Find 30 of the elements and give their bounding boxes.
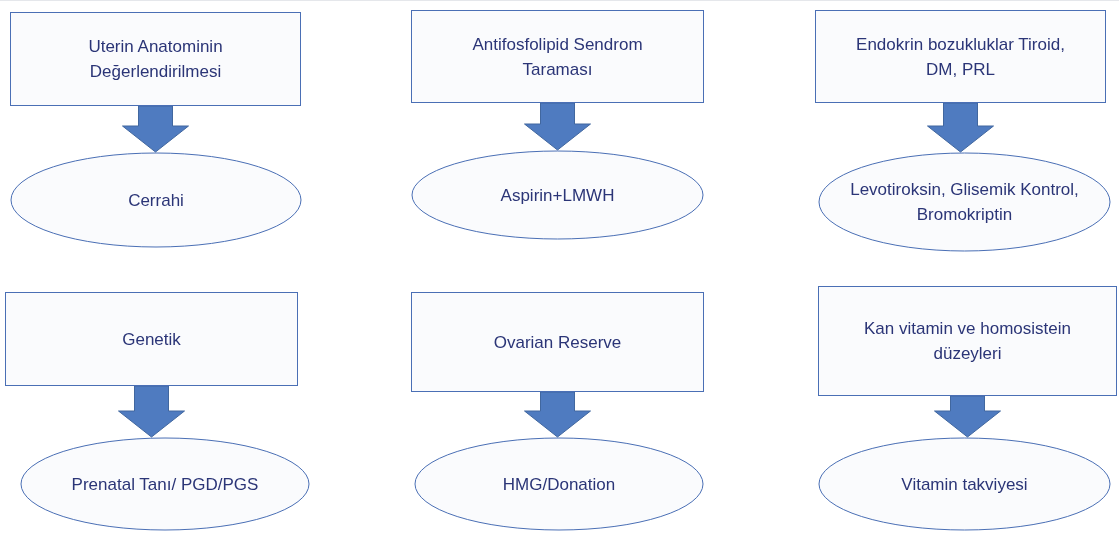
node-text: Aspirin+LMWH xyxy=(500,184,615,207)
block-arrow xyxy=(524,391,591,438)
block-arrow xyxy=(524,102,591,151)
outcome-ellipse xyxy=(20,437,310,531)
block-arrow xyxy=(934,395,1001,438)
node-text: Kan vitamin ve homosistein düzeyleri xyxy=(863,318,1072,365)
node-text: Uterin Anatominin Değerlendirilmesi xyxy=(87,36,224,83)
outcome-ellipse xyxy=(414,437,704,531)
outcome-ellipse xyxy=(818,437,1111,531)
outcome-ellipse xyxy=(818,152,1111,252)
test-box xyxy=(815,10,1106,103)
test-box xyxy=(818,286,1117,396)
test-box xyxy=(10,12,301,106)
node-text: Ovarian Reserve xyxy=(493,331,622,354)
node-text: Levotiroksin, Glisemik Kontrol, Bromokriptin xyxy=(849,179,1080,226)
test-box xyxy=(411,292,704,392)
outcome-ellipse xyxy=(10,152,302,248)
outcome-ellipse xyxy=(411,150,704,240)
test-box xyxy=(411,10,704,103)
node-text: Vitamin takviyesi xyxy=(901,473,1028,496)
block-arrow xyxy=(927,102,994,153)
block-arrow xyxy=(122,105,189,153)
node-text: Cerrahi xyxy=(128,189,184,212)
node-text: Genetik xyxy=(122,328,181,351)
node-text: Endokrin bozukluklar Tiroid, DM, PRL xyxy=(855,33,1066,81)
node-text: Prenatal Tanı/ PGD/PGS xyxy=(71,473,259,496)
node-text: HMG/Donation xyxy=(502,473,616,496)
test-box xyxy=(5,292,298,386)
block-arrow xyxy=(118,385,185,438)
node-text: Antifosfolipid Sendrom Taraması xyxy=(471,33,644,81)
